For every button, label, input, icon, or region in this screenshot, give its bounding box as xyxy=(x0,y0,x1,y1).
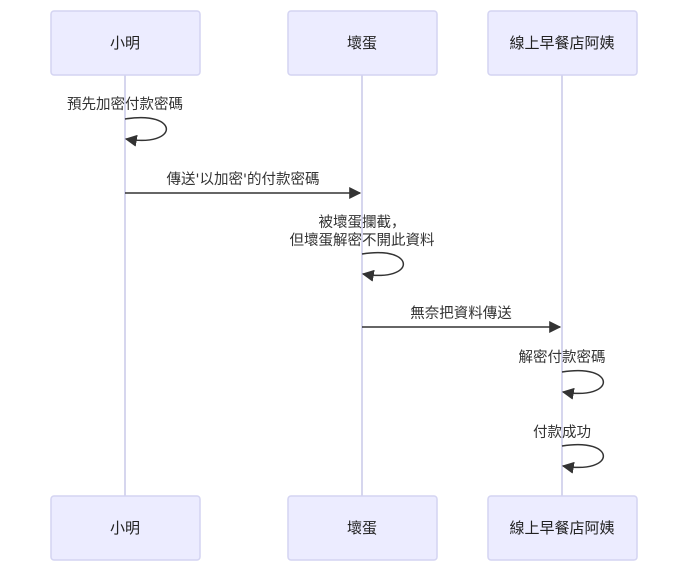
message-self-decrypt: 解密付款密碼 xyxy=(519,349,606,400)
actor-label: 線上早餐店阿姨 xyxy=(509,34,614,52)
message-label: 被壞蛋攔截， xyxy=(319,213,406,231)
actor-bottom-ayi: 線上早餐店阿姨 xyxy=(487,495,638,561)
message-label: 解密付款密碼 xyxy=(519,349,606,366)
actor-label: 線上早餐店阿姨 xyxy=(509,519,614,537)
actor-label: 壞蛋 xyxy=(347,34,377,52)
actor-top-xiaoming: 小明 xyxy=(50,10,201,76)
actor-top-ayi: 線上早餐店阿姨 xyxy=(487,10,638,76)
message-label: 傳送'以加密'的付款密碼 xyxy=(167,171,320,188)
message-label: 付款成功 xyxy=(533,424,591,441)
message-forward-data: 無奈把資料傳送 xyxy=(362,305,562,333)
actor-label: 壞蛋 xyxy=(347,519,377,537)
message-self-encrypt: 預先加密付款密碼 xyxy=(67,96,183,147)
message-label: 無奈把資料傳送 xyxy=(410,305,512,322)
actor-bottom-huaidan: 壞蛋 xyxy=(287,495,438,561)
message-self-success: 付款成功 xyxy=(533,424,604,474)
message-self-intercept: 被壞蛋攔截， 但壞蛋解密不開此資料 xyxy=(290,213,435,282)
actor-bottom-xiaoming: 小明 xyxy=(50,495,201,561)
actor-label: 小明 xyxy=(110,519,140,537)
actor-label: 小明 xyxy=(110,34,140,52)
actor-top-huaidan: 壞蛋 xyxy=(287,10,438,76)
message-send-encrypted: 傳送'以加密'的付款密碼 xyxy=(125,171,362,199)
message-label: 但壞蛋解密不開此資料 xyxy=(290,232,435,249)
message-label: 預先加密付款密碼 xyxy=(67,96,183,113)
